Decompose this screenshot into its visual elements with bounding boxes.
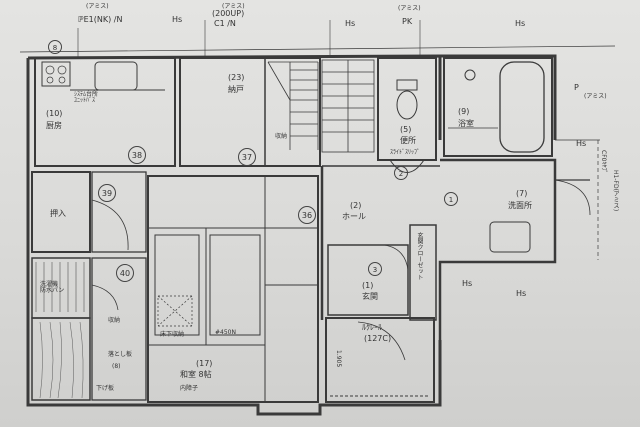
kitchen-num: (10) <box>46 109 63 118</box>
wash-basin <box>489 221 531 253</box>
toilet-bowl <box>396 90 418 120</box>
stairs <box>267 61 319 150</box>
up-code: (アミス) <box>222 3 245 10</box>
marker-36: 36 <box>298 206 316 224</box>
japanese-name: 和室 8帖 <box>180 370 212 379</box>
pk-label: PK <box>402 17 413 26</box>
c1-label: C1 /N <box>214 19 236 28</box>
right-fd: CF0ｷﾔﾌﾟ <box>600 150 607 174</box>
hs-label-6: Hs <box>516 289 527 298</box>
hs-label-2: Hs <box>345 19 356 28</box>
shower-head <box>464 69 476 81</box>
burner <box>58 76 66 84</box>
hs-label-3: Hs <box>515 19 526 28</box>
nk-code: (アミス) <box>86 3 109 10</box>
utility-label: 洗濯機 防水パン <box>40 281 65 294</box>
sink <box>94 61 138 91</box>
washroom-num: (7) <box>516 189 528 198</box>
closet-name: 押入 <box>50 209 66 218</box>
burner <box>57 65 67 75</box>
left-b: 落とし板 <box>108 351 133 358</box>
kitchen-note: ｼｽﾃﾑ台所 ﾕﾆｯﾄﾊﾞｽ <box>74 91 99 104</box>
japanese-room-walls <box>147 175 319 403</box>
toilet-walls <box>377 57 437 161</box>
shelf-label: 内障子 <box>180 385 199 392</box>
nk-label: ℙE1(NK) /N <box>78 15 123 24</box>
burner <box>45 65 55 75</box>
hall-stairs <box>321 59 375 153</box>
marker-39: 39 <box>98 184 116 202</box>
entrance-door-swing <box>383 244 409 271</box>
wood-grain <box>39 321 84 399</box>
shoe-closet-walls <box>409 224 437 321</box>
bath-walls <box>443 57 553 157</box>
walkin-door-swing <box>357 321 406 361</box>
hs-label-4: Hs <box>576 139 587 148</box>
outer-wall-left-bottom <box>26 58 442 416</box>
bath-name: 浴室 <box>458 119 474 128</box>
marker-40: 40 <box>116 264 134 282</box>
tatami-inner <box>154 234 200 336</box>
storage-num: (23) <box>228 73 245 82</box>
walkin-name: ﾙｸﾚｰﾙ <box>362 323 382 332</box>
storage-name: 納戸 <box>228 85 244 94</box>
stove <box>41 61 71 87</box>
dim-450: #450N <box>215 329 236 336</box>
washroom-name: 洗面所 <box>508 201 532 210</box>
stair-label: 収納 <box>275 133 288 140</box>
hf-label: H1-FD(アミス) <box>612 170 619 212</box>
hall-num: (2) <box>350 201 362 210</box>
walkin-walls <box>325 317 435 403</box>
toilet-note: ｽﾗｲﾄﾞｽﾘｯﾌﾟ <box>390 149 421 156</box>
lower-left-room <box>91 257 147 401</box>
closet-2 <box>91 171 147 253</box>
marker-top: 8 <box>48 40 62 54</box>
pk-code: (アミス) <box>398 5 421 12</box>
shoe-closet-label: 玄関クローゼット <box>416 232 423 280</box>
outer-wall-bath-top <box>440 54 557 140</box>
toilet-tank <box>396 79 418 91</box>
hall-name: ホール <box>342 212 366 221</box>
left-c: (8) <box>112 363 121 370</box>
entrance-name: 玄関 <box>362 292 378 301</box>
kitchen-name: 厨房 <box>46 121 62 130</box>
bathtub <box>499 61 545 153</box>
walkin-size: (127C) <box>364 334 392 343</box>
closet-door-swing <box>91 199 129 251</box>
marker-37: 37 <box>238 148 256 166</box>
marker-2: 2 <box>394 166 408 180</box>
right-p: P <box>574 83 579 92</box>
toilet-name: 便所 <box>400 136 416 145</box>
marker-38: 38 <box>128 146 146 164</box>
outer-wall-washroom <box>438 158 557 340</box>
hs-label-5: Hs <box>462 279 473 288</box>
marker-1: 1 <box>444 192 458 206</box>
toilet-num: (5) <box>400 125 412 134</box>
top-dimension-line <box>19 45 616 53</box>
washroom-door-swing <box>554 179 591 216</box>
entrance-num: (1) <box>362 281 374 290</box>
up-value: (200UP) <box>212 9 245 18</box>
burner <box>46 76 54 84</box>
left-d: 下げ板 <box>96 385 115 392</box>
marker-3: 3 <box>368 262 382 276</box>
tokonoma-label: 床下収納 <box>160 331 185 338</box>
right-amis: (アミス) <box>584 93 607 100</box>
storage-walls <box>179 57 321 167</box>
floor-hatch <box>157 295 193 327</box>
width-label: 1.905 <box>335 350 342 368</box>
entrance-walls <box>327 244 409 316</box>
closet-walls <box>31 171 91 253</box>
japanese-num: (17) <box>196 359 213 368</box>
hs-label-1: Hs <box>172 15 183 24</box>
left-a: 収納 <box>108 317 121 324</box>
tatami-inner <box>209 234 261 336</box>
utility-hatch <box>35 262 85 312</box>
bath-num: (9) <box>458 107 470 116</box>
wood-floor-area <box>31 317 91 401</box>
kitchen-walls <box>34 57 176 167</box>
